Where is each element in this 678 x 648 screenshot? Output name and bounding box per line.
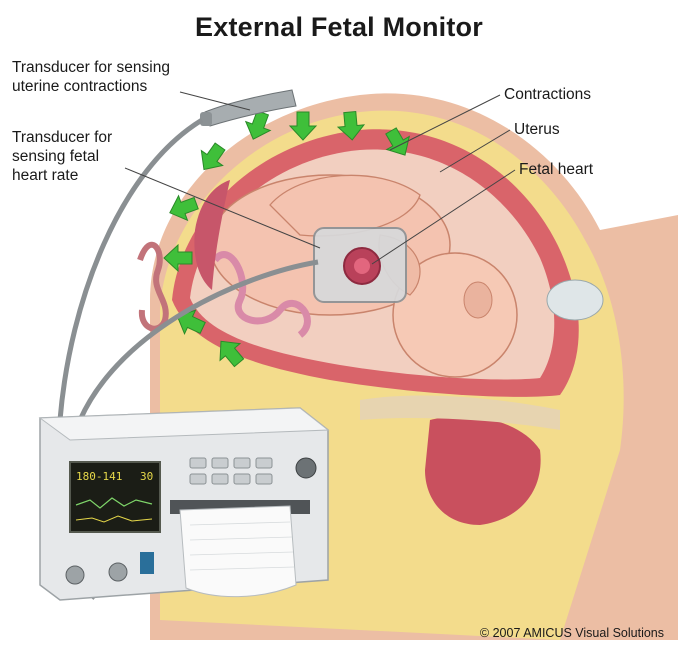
screen-row-1: 180-141 — [76, 470, 122, 483]
cable-port-2 — [109, 563, 127, 581]
fetal-heart-transducer — [314, 228, 406, 302]
printer-paper — [180, 506, 296, 597]
label-line: heart rate — [12, 166, 112, 185]
label-fetal-hr-transducer: Transducer for sensing fetal heart rate — [12, 128, 112, 185]
label-line: Transducer for — [12, 128, 112, 147]
fetus-ear — [464, 282, 492, 318]
label-contractions: Contractions — [504, 85, 591, 104]
copyright-notice: © 2007 AMICUS Visual Solutions — [480, 626, 664, 640]
status-lights — [140, 552, 154, 574]
label-fetal-heart: Fetal heart — [519, 160, 593, 179]
fetal-monitor-device: 180-141 30 — [40, 408, 328, 600]
diagram-title: External Fetal Monitor — [0, 12, 678, 43]
bladder — [547, 280, 603, 320]
control-knob — [296, 458, 316, 478]
cable-port-1 — [66, 566, 84, 584]
label-uterus: Uterus — [514, 120, 560, 139]
label-line: Transducer for sensing — [12, 58, 170, 77]
screen-row-2: 30 — [140, 470, 153, 483]
label-uterine-transducer: Transducer for sensing uterine contracti… — [12, 58, 170, 96]
label-line: sensing fetal — [12, 147, 112, 166]
label-line: uterine contractions — [12, 77, 170, 96]
